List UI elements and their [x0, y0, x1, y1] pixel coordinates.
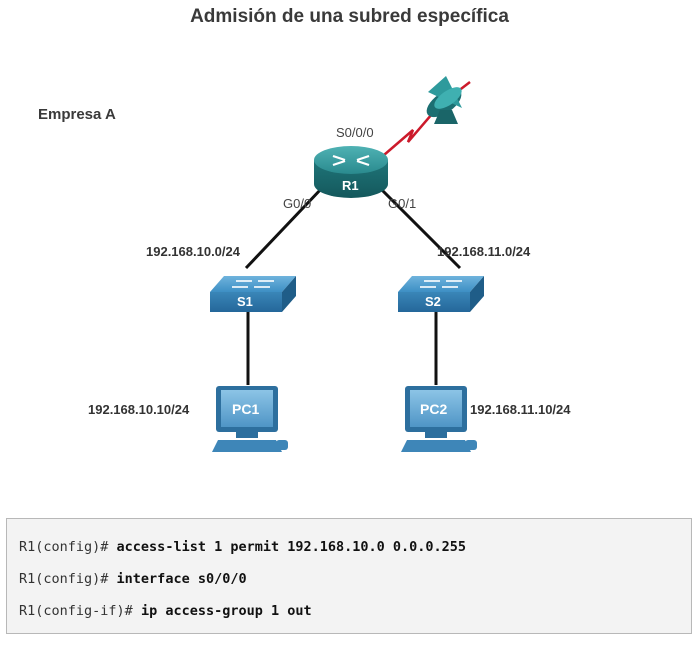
switch-s1-name: S1	[237, 294, 253, 309]
network-left-label: 192.168.10.0/24	[146, 244, 240, 259]
cli-prompt: R1(config)#	[19, 571, 109, 587]
switch-s2-name: S2	[425, 294, 441, 309]
pc2-name: PC2	[420, 401, 448, 417]
router-right-interface: G0/1	[388, 196, 417, 211]
link-r1-s2	[378, 186, 462, 270]
organization-label: Empresa A	[38, 106, 116, 123]
cli-command: interface s0/0/0	[116, 571, 247, 587]
pc1-name: PC1	[232, 401, 260, 417]
pc1-address: 192.168.10.10/24	[88, 402, 190, 417]
cli-command: ip access-group 1 out	[140, 603, 312, 619]
pc2-icon	[401, 386, 477, 452]
pc2-address: 192.168.11.10/24	[470, 402, 571, 417]
switch-s1-icon	[210, 276, 296, 312]
router-serial-interface: S0/0/0	[336, 125, 374, 140]
switch-s2-icon	[398, 276, 484, 312]
link-r1-s1	[244, 186, 324, 270]
cli-prompt: R1(config-if)#	[19, 603, 133, 619]
cli-prompt: R1(config)#	[19, 539, 109, 555]
serial-link	[383, 106, 439, 156]
cli-command: access-list 1 permit 192.168.10.0 0.0.0.…	[116, 539, 467, 555]
cli-line: R1(config)# interface s0/0/0	[19, 571, 247, 587]
router-name: R1	[342, 178, 359, 193]
cli-line: R1(config-if)# ip access-group 1 out	[19, 603, 312, 619]
cli-panel: R1(config)# access-list 1 permit 192.168…	[6, 518, 692, 634]
network-right-label: 192.168.11.0/24	[437, 244, 531, 259]
router-icon	[314, 146, 388, 198]
cli-line: R1(config)# access-list 1 permit 192.168…	[19, 539, 466, 555]
network-diagram	[210, 76, 484, 452]
pc1-icon	[212, 386, 288, 452]
page-title: Admisión de una subred específica	[190, 6, 509, 27]
wan-dish-icon	[426, 76, 471, 124]
router-left-interface: G0/0	[283, 196, 312, 211]
